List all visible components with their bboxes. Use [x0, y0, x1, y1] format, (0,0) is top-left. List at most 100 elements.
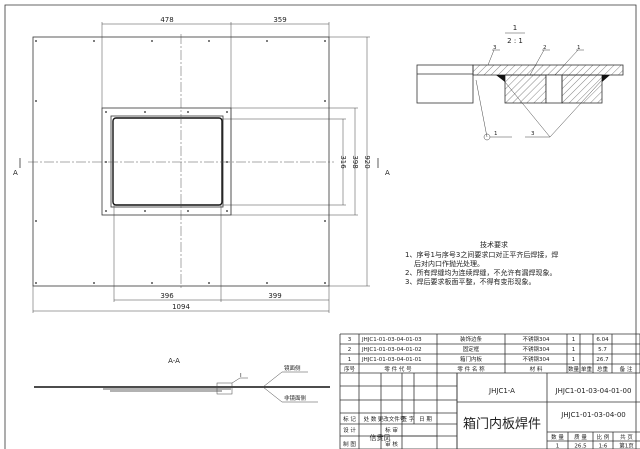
dim-478: 478	[160, 16, 173, 24]
hole	[208, 282, 210, 284]
drawing-number: JHJC1-01-03-04-01-00	[555, 387, 632, 395]
balloon-1: 1	[577, 45, 581, 51]
info-value: 26.5	[574, 444, 587, 449]
bom-cell: 不锈钢304	[523, 345, 550, 353]
bom-cell: 5.7	[598, 347, 607, 353]
bom-header: 零 件 代 号	[384, 365, 412, 373]
dim-359: 359	[273, 16, 286, 24]
revision-header: 日 期	[419, 416, 432, 423]
revision-header: 标 记	[343, 415, 356, 423]
plan-view: 478 359 316 398 920 396 399 1094 A A	[13, 16, 390, 313]
detail-marker-box	[216, 382, 233, 395]
bom-cell: 26.7	[596, 357, 609, 363]
bom-cell: 装饰边条	[460, 335, 483, 343]
tech-item-1b: 后对内口作抛光处理。	[414, 259, 484, 268]
technical-requirements: 技术要求 1、序号1与序号3之间要求口对正平齐后焊接，焊 后对内口作抛光处理。 …	[405, 240, 558, 286]
section-title: A-A	[168, 357, 180, 365]
hole	[93, 282, 95, 284]
hole	[187, 210, 189, 212]
hole	[226, 161, 228, 163]
info-header: 共 页	[620, 433, 633, 441]
section-mark-left: A	[13, 169, 18, 177]
bom-cell: 不锈钢304	[523, 355, 550, 363]
fixing-frame	[101, 107, 232, 216]
trim-strip-outer	[110, 115, 224, 208]
standard-review-label: 标 审	[385, 426, 398, 434]
mirror-side-label: 镜面侧	[284, 364, 301, 372]
dim-396: 396	[160, 292, 174, 300]
info-value: 1	[556, 444, 560, 449]
section-mark-right: A	[385, 169, 390, 177]
bom-header: 数量	[568, 365, 580, 373]
dim-316: 316	[339, 155, 347, 169]
hole	[35, 100, 37, 102]
designer-name: 信贵凤	[370, 433, 391, 442]
tech-item-2: 2、所有焊缝均为连续焊缝，不允许有漏焊现象。	[405, 268, 556, 277]
hole	[93, 40, 95, 42]
hole	[35, 282, 37, 284]
bom-cell: 6.04	[596, 337, 609, 343]
detail-ref: I	[240, 373, 242, 379]
section-view: A-A I 镜面侧 非镜面侧	[34, 357, 330, 403]
bom-cell: 不锈钢304	[523, 335, 550, 343]
hole	[105, 210, 107, 212]
drawing-border	[4, 4, 637, 449]
tech-item-3: 3、焊后要求板面平整，不得有变形现象。	[405, 277, 535, 286]
revision-header: 处 数	[364, 415, 377, 423]
tech-title: 技术要求	[480, 240, 508, 249]
hole	[151, 40, 153, 42]
balloon-2: 2	[543, 45, 547, 51]
info-header: 比 例	[597, 433, 610, 441]
hole	[105, 161, 107, 163]
weld-symbol-1: 1	[494, 131, 498, 137]
hole	[35, 220, 37, 222]
drawn-label: 制 图	[343, 440, 356, 448]
dim-1094: 1094	[172, 303, 190, 311]
detail-scale: 2 : 1	[507, 37, 523, 45]
bom-cell: 1	[572, 337, 576, 343]
balloon-3: 3	[493, 45, 497, 51]
bom-header: 备 注	[620, 365, 633, 373]
bom-cell: 2	[348, 347, 352, 353]
parent-number: JHJC1-01-03-04-00	[560, 411, 625, 419]
bom-cell: 箱门内板	[460, 355, 483, 363]
hole	[144, 210, 146, 212]
info-header: 数 量	[551, 433, 564, 441]
hole	[105, 111, 107, 113]
mounting-holes	[35, 40, 326, 284]
hole	[144, 111, 146, 113]
revision-header: 签 字	[402, 415, 415, 423]
dim-920: 920	[363, 155, 371, 168]
drawing-name: 箱门内板焊件	[463, 416, 541, 432]
info-header: 质 量	[574, 433, 587, 441]
bom-cell: 1	[348, 357, 352, 363]
info-value: 第1页	[619, 442, 634, 449]
check-label: 审 核	[385, 440, 398, 448]
non-mirror-side-label: 非镜面侧	[284, 394, 307, 402]
detail-view: 1 2 : 1 3 2 1 1 3	[416, 24, 624, 141]
hole	[324, 40, 326, 42]
bom-cell: 3	[348, 337, 352, 343]
design-label: 设 计	[343, 426, 356, 434]
hole	[226, 210, 228, 212]
bom-header: 材 料	[530, 365, 543, 373]
project-code: JHJC1-A	[488, 387, 515, 395]
bom-cell: JHJC1-01-03-04-01-03	[361, 337, 422, 343]
bom-header: 序号	[344, 365, 356, 373]
hole	[324, 100, 326, 102]
bom-cell: 1	[572, 357, 576, 363]
hole	[208, 40, 210, 42]
hole	[151, 282, 153, 284]
opening	[112, 117, 223, 206]
bom-cell: JHJC1-01-03-04-01-01	[361, 357, 422, 363]
hole	[226, 111, 228, 113]
detail-number: 1	[513, 24, 517, 32]
bom-header: 单重	[581, 365, 593, 373]
bom-cell: 固定框	[463, 345, 480, 353]
dim-399: 399	[268, 292, 281, 300]
bom-header: 总重	[597, 365, 609, 373]
revision-header: 更改文件号	[378, 415, 406, 423]
weld-symbol-3: 3	[531, 131, 535, 137]
